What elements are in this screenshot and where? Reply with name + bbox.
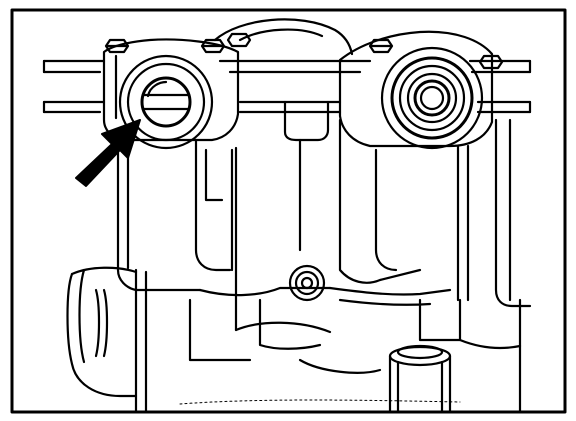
camshaft-sprocket-bore-with-key-icon	[118, 54, 214, 150]
camshaft-journal-with-seal-icon	[380, 46, 484, 150]
pointer-arrow-icon	[75, 119, 141, 187]
casting-top-dome	[213, 18, 354, 56]
cylinder-head-casting-icon	[116, 118, 532, 414]
figure-border	[10, 8, 567, 414]
casting-top-inner	[238, 28, 324, 42]
camshaft-bearing-cap-bolt-icon	[104, 32, 504, 70]
bottom-edge-detail	[179, 399, 461, 405]
oil-filler-neck-icon	[388, 344, 452, 414]
center-boss	[283, 100, 330, 142]
oil-filter-stub-icon	[66, 266, 138, 398]
bearing-cap-right	[338, 30, 494, 148]
oil-gallery-plug-icon	[288, 264, 326, 302]
cam-carrier-rails	[42, 59, 532, 114]
